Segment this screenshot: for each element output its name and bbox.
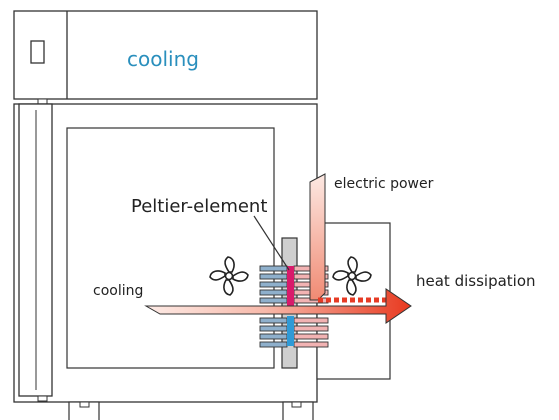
hinge-top <box>37 98 48 105</box>
cold-fin <box>259 341 288 348</box>
electric-power-arrow <box>309 173 326 301</box>
peltier-leader-line <box>253 215 290 271</box>
cold-fin <box>259 273 288 280</box>
peltier-core-hot <box>287 266 294 306</box>
cooling-input-label: cooling <box>93 283 143 299</box>
header-title: cooling <box>127 47 199 71</box>
peltier-label: Peltier-element <box>131 196 267 217</box>
cold-fin <box>259 281 288 288</box>
cold-fin <box>259 297 288 304</box>
foot-right-cap <box>291 401 302 408</box>
hot-fin <box>293 317 329 324</box>
fan-icon <box>332 256 372 296</box>
hinge-bottom <box>37 395 48 402</box>
cold-fin <box>259 289 288 296</box>
cold-side-fins <box>259 265 288 348</box>
electric-power-label: electric power <box>334 176 434 192</box>
cold-fin <box>259 265 288 272</box>
hot-fin <box>293 325 329 332</box>
heat-dissipation-label: heat dissipation <box>416 272 536 290</box>
cold-fin <box>259 317 288 324</box>
peltier-core-cold <box>287 316 294 346</box>
cabinet-top <box>13 10 318 100</box>
main-heat-arrow <box>144 288 412 324</box>
hot-fin <box>293 341 329 348</box>
foot-left-cap <box>79 401 90 408</box>
fan-icon <box>209 256 249 296</box>
inner-chamber <box>66 127 275 369</box>
cold-fin <box>259 333 288 340</box>
hot-fin <box>293 333 329 340</box>
display-icon <box>30 40 45 64</box>
cold-fin <box>259 325 288 332</box>
